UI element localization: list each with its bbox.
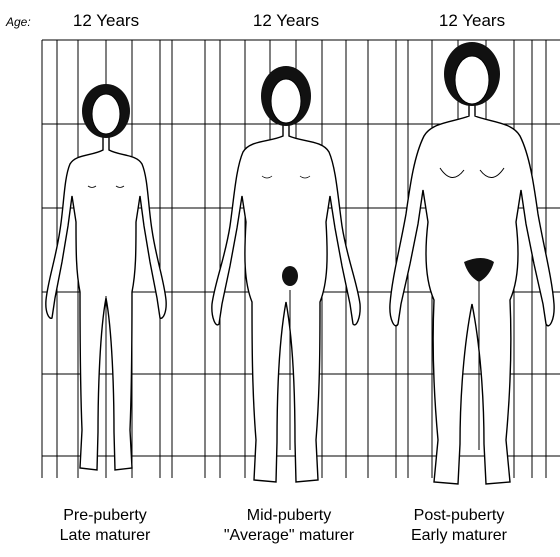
face bbox=[455, 56, 489, 104]
figure-mid-puberty bbox=[212, 66, 360, 482]
pubic-hair bbox=[282, 266, 298, 286]
maturer-label: "Average" maturer bbox=[194, 526, 384, 546]
face bbox=[271, 79, 301, 123]
caption-post-puberty: Post-puberty Early maturer bbox=[364, 506, 554, 546]
face bbox=[92, 94, 120, 134]
maturer-label: Late maturer bbox=[10, 526, 200, 546]
figure-post-puberty bbox=[390, 42, 554, 484]
body-outline bbox=[212, 120, 360, 482]
stage-label: Post-puberty bbox=[364, 506, 554, 526]
age-label: Age: bbox=[6, 15, 31, 29]
age-value-pre-puberty: 12 Years bbox=[46, 11, 166, 31]
figure-pre-puberty bbox=[46, 84, 166, 470]
age-value-mid-puberty: 12 Years bbox=[226, 11, 346, 31]
maturer-label: Early maturer bbox=[364, 526, 554, 546]
stage-label: Pre-puberty bbox=[10, 506, 200, 526]
caption-pre-puberty: Pre-puberty Late maturer bbox=[10, 506, 200, 546]
caption-mid-puberty: Mid-puberty "Average" maturer bbox=[194, 506, 384, 546]
stage-label: Mid-puberty bbox=[194, 506, 384, 526]
age-value-post-puberty: 12 Years bbox=[412, 11, 532, 31]
